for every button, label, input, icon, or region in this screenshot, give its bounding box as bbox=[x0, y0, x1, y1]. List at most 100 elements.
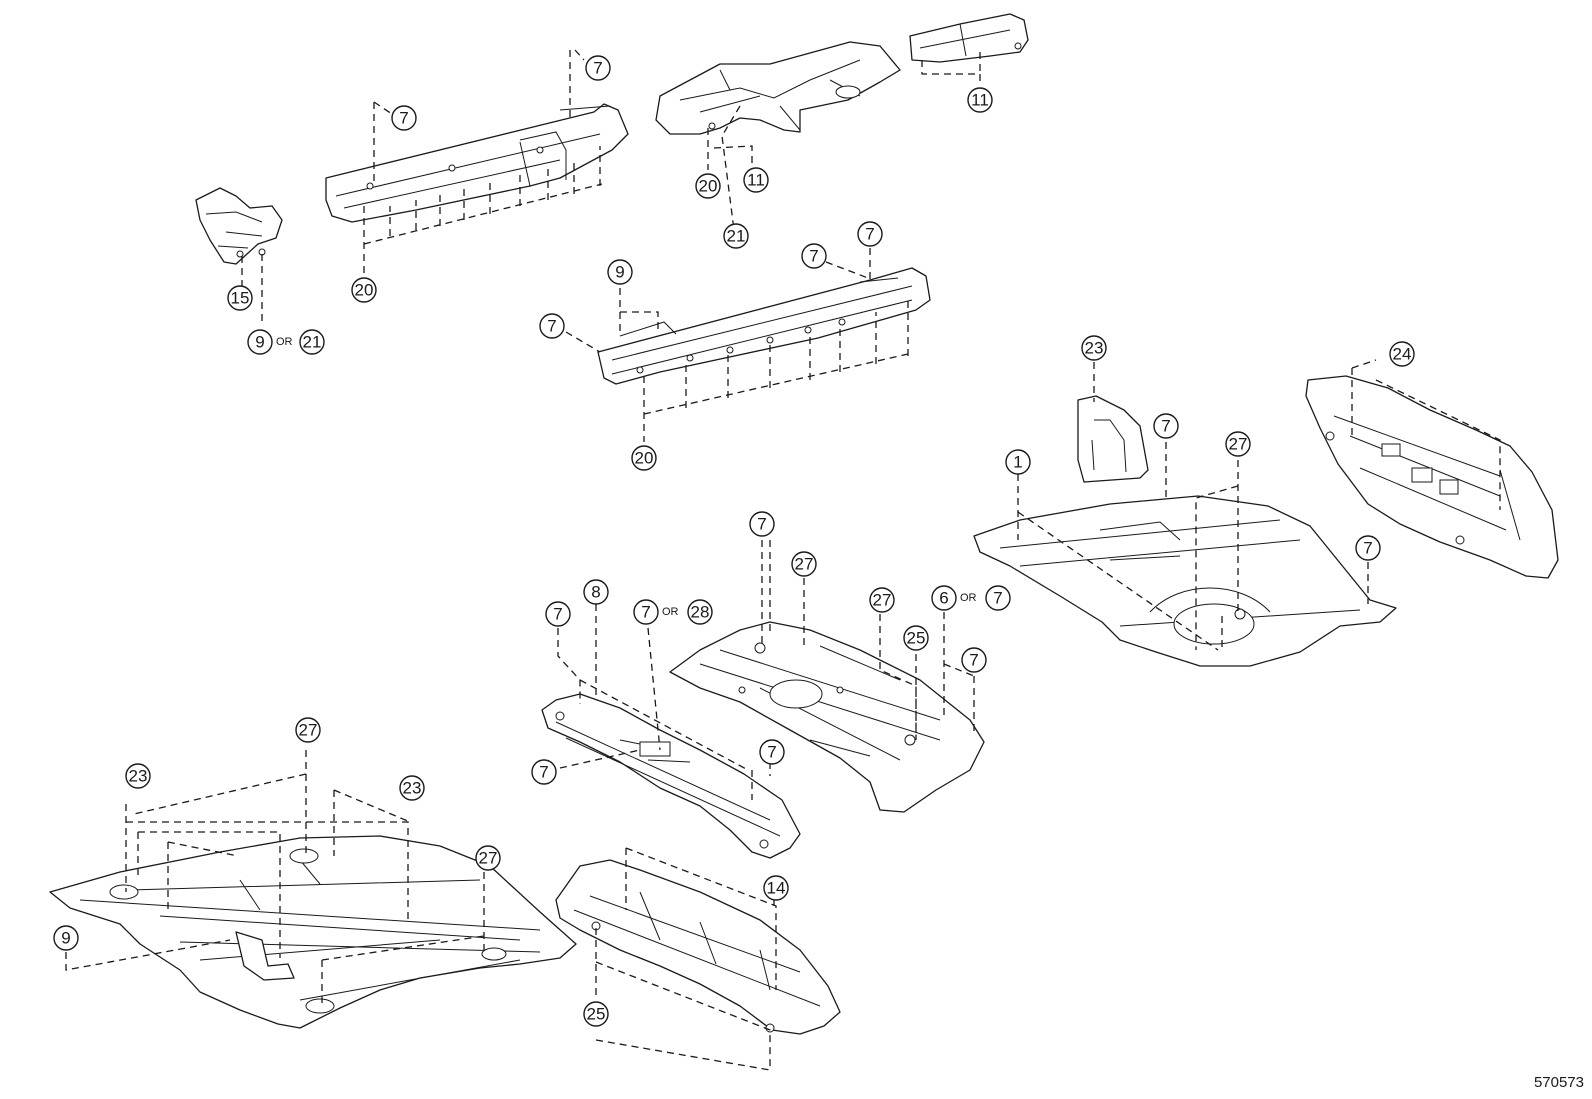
svg-text:21: 21 bbox=[303, 333, 322, 352]
rear-floor-side-member bbox=[655, 41, 901, 135]
svg-text:20: 20 bbox=[635, 449, 654, 468]
rear-side-member-extension bbox=[909, 13, 1029, 63]
svg-text:7: 7 bbox=[993, 589, 1002, 608]
callout-37: 23 bbox=[399, 775, 425, 801]
callout-7: 20 bbox=[695, 173, 721, 199]
svg-text:25: 25 bbox=[587, 1005, 606, 1024]
svg-text:7: 7 bbox=[593, 59, 602, 78]
callout-10: 11 bbox=[967, 87, 993, 113]
svg-text:24: 24 bbox=[1393, 345, 1412, 364]
svg-text:8: 8 bbox=[591, 583, 600, 602]
callout-30: 8 bbox=[583, 579, 609, 605]
center-floor-pan bbox=[669, 621, 985, 813]
svg-text:7: 7 bbox=[539, 763, 548, 782]
rear-body-lower-back-panel bbox=[1305, 375, 1559, 579]
or-label: OR bbox=[276, 336, 293, 348]
figure-code: 570573 bbox=[1533, 1074, 1584, 1091]
callout-39: 9 bbox=[53, 925, 79, 951]
svg-text:28: 28 bbox=[691, 603, 710, 622]
callout-9: 21 bbox=[723, 223, 749, 249]
callout-24: 27 bbox=[869, 587, 895, 613]
callout-38: 27 bbox=[475, 845, 501, 871]
svg-text:9: 9 bbox=[255, 333, 264, 352]
svg-text:7: 7 bbox=[767, 743, 776, 762]
svg-text:1: 1 bbox=[1013, 453, 1022, 472]
svg-text:7: 7 bbox=[865, 225, 874, 244]
rear-floor-pan bbox=[973, 495, 1397, 667]
rear-wheelhouse-brace bbox=[1077, 395, 1149, 483]
svg-text:27: 27 bbox=[1229, 435, 1248, 454]
front-floor-cross-member-rail bbox=[325, 103, 629, 223]
svg-text:23: 23 bbox=[403, 779, 422, 798]
or-label: OR bbox=[662, 606, 679, 618]
callout-5: 9 bbox=[247, 329, 273, 355]
callout-20: 27 bbox=[1225, 431, 1251, 457]
svg-text:11: 11 bbox=[747, 171, 765, 190]
svg-text:27: 27 bbox=[479, 849, 498, 868]
svg-text:7: 7 bbox=[809, 247, 818, 266]
callout-27: 25 bbox=[903, 625, 929, 651]
callout-3: 20 bbox=[351, 277, 377, 303]
svg-text:27: 27 bbox=[299, 721, 318, 740]
callout-16: 23 bbox=[1081, 335, 1107, 361]
callout-17: 24 bbox=[1389, 341, 1415, 367]
callout-22: 7 bbox=[749, 511, 775, 537]
callout-34: 7 bbox=[759, 739, 785, 765]
svg-text:7: 7 bbox=[757, 515, 766, 534]
callout-31: 7 bbox=[633, 599, 659, 625]
front-floor-side-bracket bbox=[195, 187, 283, 265]
floor-tunnel-brace bbox=[541, 693, 801, 859]
callout-8: 11 bbox=[743, 167, 769, 193]
callout-28: 7 bbox=[961, 647, 987, 673]
svg-text:27: 27 bbox=[873, 591, 892, 610]
front-floor-pan bbox=[49, 835, 577, 1029]
svg-text:7: 7 bbox=[547, 317, 556, 336]
callout-36: 23 bbox=[125, 763, 151, 789]
svg-text:25: 25 bbox=[907, 629, 926, 648]
svg-text:23: 23 bbox=[1085, 339, 1104, 358]
callout-13: 7 bbox=[801, 243, 827, 269]
svg-text:20: 20 bbox=[699, 177, 718, 196]
or-label: OR bbox=[960, 592, 977, 604]
svg-text:7: 7 bbox=[1363, 539, 1372, 558]
callout-4: 15 bbox=[227, 285, 253, 311]
callout-21: 7 bbox=[1355, 535, 1381, 561]
callout-29: 7 bbox=[545, 601, 571, 627]
callout-25: 6 bbox=[931, 585, 957, 611]
svg-text:11: 11 bbox=[971, 91, 989, 110]
callout-1: 7 bbox=[585, 55, 611, 81]
leader-lines bbox=[65, 49, 1501, 1071]
callout-18: 1 bbox=[1005, 449, 1031, 475]
callout-33: 7 bbox=[531, 759, 557, 785]
floor-center-cross-member bbox=[597, 267, 931, 385]
callout-35: 27 bbox=[295, 717, 321, 743]
front-floor-side-member bbox=[555, 859, 841, 1035]
callout-11: 9 bbox=[607, 259, 633, 285]
callout-19: 7 bbox=[1153, 413, 1179, 439]
svg-text:9: 9 bbox=[61, 929, 70, 948]
svg-text:7: 7 bbox=[969, 651, 978, 670]
callout-41: 25 bbox=[583, 1001, 609, 1027]
svg-text:20: 20 bbox=[355, 281, 374, 300]
svg-text:7: 7 bbox=[553, 605, 562, 624]
svg-text:21: 21 bbox=[727, 227, 746, 246]
svg-text:7: 7 bbox=[399, 109, 408, 128]
callout-23: 27 bbox=[791, 551, 817, 577]
callout-26: 7 bbox=[985, 585, 1011, 611]
callout-40: 14 bbox=[763, 875, 789, 901]
callout-15: 20 bbox=[631, 445, 657, 471]
svg-text:9: 9 bbox=[615, 263, 624, 282]
svg-text:27: 27 bbox=[795, 555, 814, 574]
svg-text:14: 14 bbox=[767, 879, 786, 898]
callout-32: 28 bbox=[687, 599, 713, 625]
svg-text:15: 15 bbox=[231, 289, 250, 308]
svg-text:23: 23 bbox=[129, 767, 148, 786]
callout-2: 7 bbox=[391, 105, 417, 131]
svg-text:6: 6 bbox=[939, 589, 948, 608]
callout-14: 7 bbox=[857, 221, 883, 247]
callout-12: 7 bbox=[539, 313, 565, 339]
svg-text:7: 7 bbox=[1161, 417, 1170, 436]
svg-text:7: 7 bbox=[641, 603, 650, 622]
callout-6: 21 bbox=[299, 329, 325, 355]
